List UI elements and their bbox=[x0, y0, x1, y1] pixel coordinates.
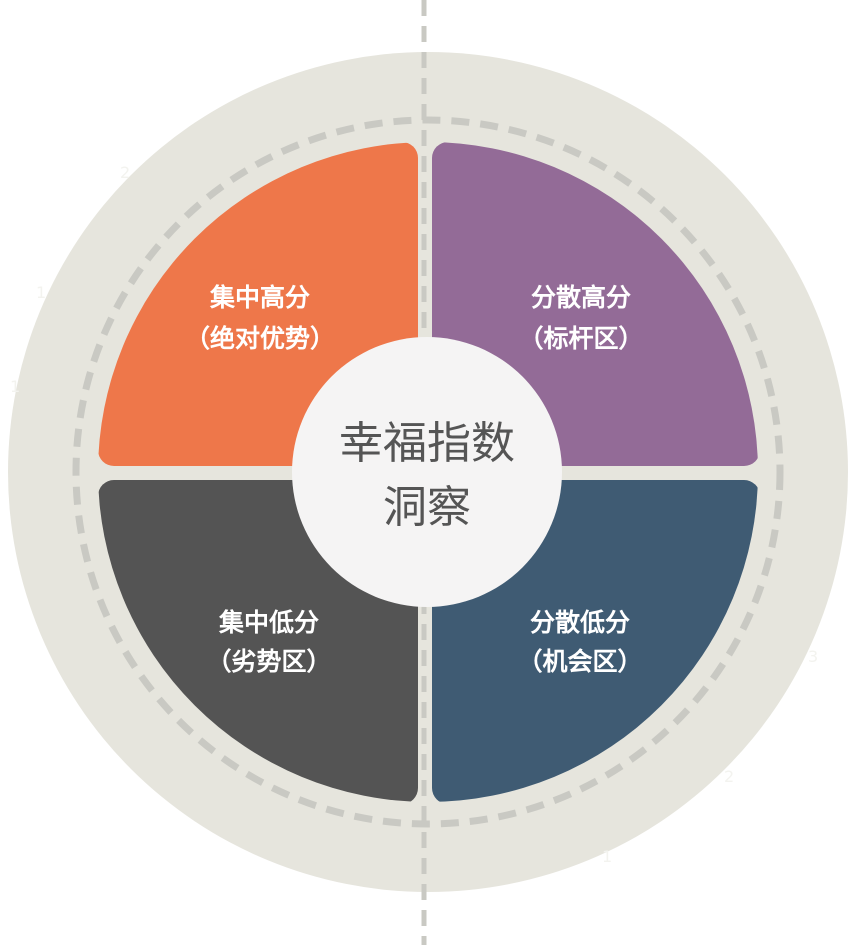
quadrant-bottom-right-subtitle: （机会区） bbox=[517, 647, 642, 676]
faint-number: 2 bbox=[120, 163, 130, 182]
quadrant-top-left-title: 集中高分 bbox=[209, 283, 310, 312]
center-title-line1: 幸福指数 bbox=[339, 418, 515, 469]
center-circle bbox=[292, 337, 562, 607]
quadrant-top-left-subtitle: （绝对优势） bbox=[185, 324, 335, 353]
dashed-ring bbox=[72, 116, 784, 828]
faint-number: 1 bbox=[36, 283, 46, 302]
quadrant-top-right-title: 分散高分 bbox=[531, 283, 631, 312]
faint-number: 2 bbox=[724, 767, 734, 786]
faint-number: 1 bbox=[10, 377, 20, 396]
quadrant-bottom-right-title: 分散低分 bbox=[530, 608, 630, 637]
faint-number: 1 bbox=[602, 847, 612, 866]
faint-number: 3 bbox=[808, 647, 818, 666]
quadrant-bottom-left-title: 集中低分 bbox=[218, 608, 319, 637]
center-title-line2: 洞察 bbox=[383, 482, 471, 533]
quadrant-bottom-left-subtitle: （劣势区） bbox=[206, 647, 331, 676]
quadrant-top-right-subtitle: （标杆区） bbox=[518, 324, 643, 353]
